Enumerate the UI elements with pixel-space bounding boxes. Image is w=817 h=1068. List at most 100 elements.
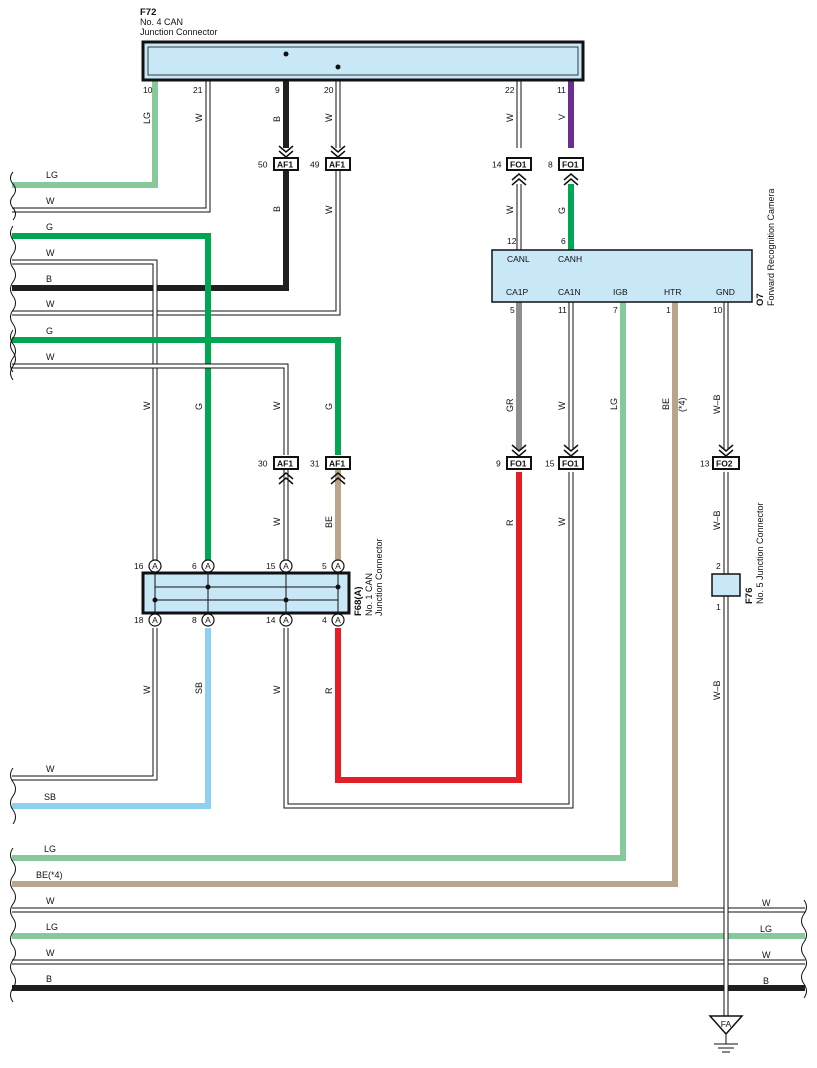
svg-text:B: B: [272, 116, 282, 122]
o7-name: Forward Recognition Camera: [766, 188, 776, 306]
f68-pin-5: 5: [322, 561, 327, 571]
f68-pin-15: 15: [266, 561, 276, 571]
wire-sb-f68-8: [12, 628, 211, 809]
svg-text:W: W: [557, 401, 567, 410]
o7-label-canl: CANL: [507, 254, 530, 264]
svg-text:G: G: [46, 326, 53, 336]
svg-text:W–B: W–B: [712, 394, 722, 414]
svg-text:W: W: [46, 352, 55, 362]
svg-text:A: A: [205, 615, 211, 625]
connector-f72: F72 No. 4 CAN Junction Connector 10 21 9…: [140, 7, 585, 95]
svg-text:SB: SB: [194, 682, 204, 694]
wire-w-af1-49-outline: [12, 170, 341, 316]
svg-text:LG: LG: [46, 170, 58, 180]
ground-label: FA: [721, 1019, 732, 1029]
svg-text:A: A: [152, 615, 158, 625]
o7-label-htr: HTR: [664, 287, 681, 297]
f76-pin-1: 1: [716, 602, 721, 612]
svg-text:BE: BE: [324, 516, 334, 528]
o7-label-ca1n: CA1N: [558, 287, 581, 297]
svg-text:FO2: FO2: [716, 459, 733, 469]
svg-text:G: G: [324, 403, 334, 410]
f68-pin-8: 8: [192, 615, 197, 625]
wire-w-f68-16: [12, 260, 157, 560]
f68-pin-14: 14: [266, 615, 276, 625]
wire-b-af1-50: [12, 170, 289, 291]
left-break-marks: [10, 171, 16, 1003]
inline-fo1-8: FO1 8: [548, 157, 584, 186]
wire-lg-o7-7: [12, 302, 626, 861]
svg-text:BE(*4): BE(*4): [36, 870, 63, 880]
inline-fo1-14: FO1 14: [492, 157, 532, 186]
right-break-marks: [801, 899, 807, 999]
f72-pin-11: 11: [557, 85, 566, 95]
svg-text:FO1: FO1: [510, 459, 527, 469]
f72-pin-21: 21: [193, 85, 203, 95]
svg-text:A: A: [335, 615, 341, 625]
o7-label-canh: CANH: [558, 254, 582, 264]
o7-id: O7: [755, 293, 766, 306]
svg-text:W: W: [46, 948, 55, 958]
f68-pin-4: 4: [322, 615, 327, 625]
wire-w-f72-21: [12, 80, 210, 212]
wire-w-f68-18: [12, 628, 157, 780]
svg-text:G: G: [557, 207, 567, 214]
wire-w-af1-49: [12, 170, 340, 315]
svg-text:13: 13: [700, 459, 710, 469]
o7-pin-5: 5: [510, 305, 515, 315]
svg-text:LG: LG: [44, 844, 56, 854]
inline-fo1-15: FO1 15: [545, 444, 584, 470]
svg-text:W: W: [142, 685, 152, 694]
svg-text:LG: LG: [760, 924, 772, 934]
svg-text:G: G: [194, 403, 204, 410]
wire-w-f72-21-outline: [12, 80, 211, 213]
svg-text:(*4): (*4): [677, 397, 687, 412]
wire-labels: LG W B W W V B W W G W G W G GR W LG BE …: [36, 112, 772, 986]
svg-text:31: 31: [310, 459, 320, 469]
wire-w-af1-30: [12, 364, 288, 455]
svg-text:W: W: [505, 205, 515, 214]
o7-pin-1: 1: [666, 305, 671, 315]
svg-text:SB: SB: [44, 792, 56, 802]
wire-w-f68-16-outline: [12, 259, 158, 560]
connector-f68: A A A A A A A A 16 6 15 5 18 8 14 4 F68(…: [134, 538, 384, 627]
f68-id: F68(A): [353, 586, 364, 616]
f68-line2: Junction Connector: [374, 538, 384, 616]
wire-g-f68-6: [12, 233, 211, 560]
inline-af1-31: AF1 31: [310, 456, 351, 485]
svg-text:15: 15: [545, 459, 555, 469]
svg-text:9: 9: [496, 459, 501, 469]
svg-text:W: W: [46, 299, 55, 309]
f72-id: F72: [140, 7, 156, 18]
svg-text:A: A: [283, 561, 289, 571]
connector-o7: 12 6 CANL CANH CA1P CA1N IGB HTR GND 5 1…: [491, 188, 776, 315]
f68-pin-18: 18: [134, 615, 144, 625]
svg-text:AF1: AF1: [329, 160, 345, 170]
svg-text:LG: LG: [46, 922, 58, 932]
o7-pin-12: 12: [507, 236, 517, 246]
o7-label-gnd: GND: [716, 287, 735, 297]
svg-text:V: V: [557, 114, 567, 120]
svg-text:B: B: [46, 274, 52, 284]
svg-text:W: W: [272, 517, 282, 526]
svg-text:A: A: [283, 615, 289, 625]
inline-af1-50: AF1 50: [258, 145, 299, 171]
svg-text:8: 8: [548, 160, 553, 170]
f76-pin-2: 2: [716, 561, 721, 571]
wire-w-f68-18-outline: [12, 628, 158, 781]
o7-pin-10: 10: [713, 305, 723, 315]
f76-id: F76: [744, 588, 755, 604]
svg-text:B: B: [763, 976, 769, 986]
svg-text:R: R: [324, 687, 334, 694]
svg-text:W: W: [762, 950, 771, 960]
inline-fo1-9: FO1 9: [496, 444, 532, 470]
wire-lg-f72-10: [12, 80, 158, 188]
svg-text:FO1: FO1: [562, 459, 579, 469]
f76-name: No. 5 Junction Connector: [755, 502, 765, 604]
wire-be-o7-1: [12, 302, 678, 887]
svg-text:14: 14: [492, 160, 502, 170]
o7-pin-11: 11: [558, 305, 567, 315]
svg-text:R: R: [505, 519, 515, 526]
wires: [12, 53, 805, 1016]
o7-pin-6: 6: [561, 236, 566, 246]
